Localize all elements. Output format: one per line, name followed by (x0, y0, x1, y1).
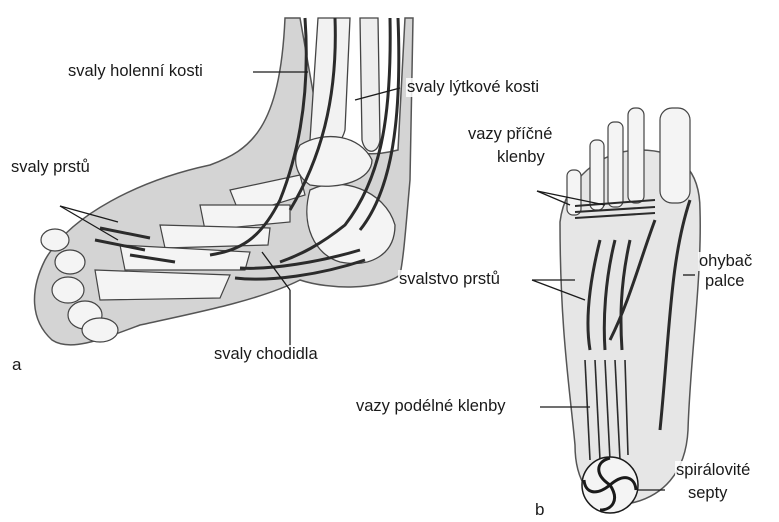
label-svaly-holenni-kosti: svaly holenní kosti (67, 62, 204, 81)
tibia-bone (310, 18, 350, 149)
label-svaly-chodidla: svaly chodidla (213, 345, 319, 364)
label-svaly-prstu: svaly prstů (10, 158, 91, 177)
label-spiralovite-septy-line1: spirálovité (675, 461, 751, 480)
label-ohybac-palce-line2: palce (704, 272, 745, 291)
label-svaly-lytkove-kosti: svaly lýtkové kosti (406, 78, 540, 97)
fibula-bone (360, 18, 380, 151)
panel-label-a: a (12, 355, 21, 375)
panel-label-b: b (535, 500, 544, 520)
leader-pricne-klenby-1 (537, 191, 570, 205)
label-svalstvo-prstu: svalstvo prstů (398, 270, 501, 289)
label-vazy-pricne-klenby-line2: klenby (496, 148, 546, 167)
label-ohybac-palce-line1: ohybač (698, 252, 753, 271)
foot-plantar-view (560, 108, 700, 513)
spiral-septa (582, 457, 638, 513)
label-vazy-podelne-klenby: vazy podélné klenby (355, 397, 507, 416)
label-spiralovite-septy-line2: septy (687, 484, 728, 503)
label-vazy-pricne-klenby-line1: vazy příčné (467, 125, 553, 144)
